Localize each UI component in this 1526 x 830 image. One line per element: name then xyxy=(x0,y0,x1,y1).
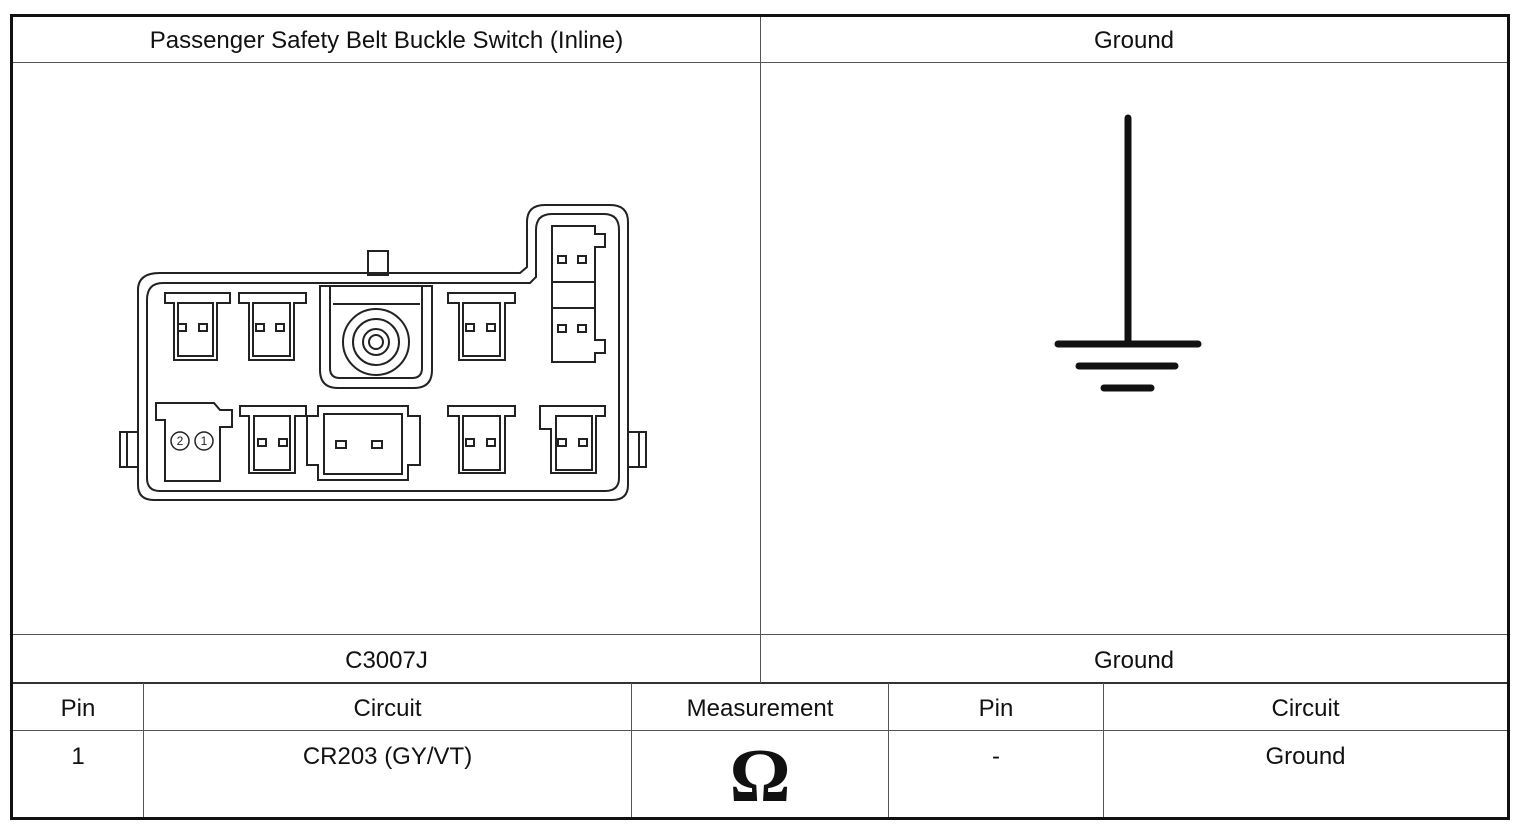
ohm-symbol-icon: Ω xyxy=(729,734,791,818)
column-header-circuit: Circuit xyxy=(353,695,422,722)
column-header-circuit-2: Circuit xyxy=(1271,695,1340,722)
connector-face-diagram: 2 1 xyxy=(119,204,647,501)
pin-2-marker xyxy=(170,431,190,451)
terminal-right-vertical xyxy=(551,225,606,363)
column-header-measurement: Measurement xyxy=(686,695,834,722)
pin-number-cavity xyxy=(155,402,233,482)
terminal-bottom-2 xyxy=(447,405,516,474)
terminal-bottom-wide xyxy=(306,405,421,481)
middle-divider xyxy=(760,17,761,683)
connector-id: C3007J xyxy=(345,647,428,674)
center-round-terminal xyxy=(319,285,433,389)
connector-id-divider xyxy=(13,682,1507,684)
col-divider-3 xyxy=(888,683,889,817)
ground-title: Ground xyxy=(1093,27,1175,54)
pin-1-label: 1 xyxy=(201,434,208,448)
row-1-pin-2: - xyxy=(992,743,1000,770)
left-side-latch xyxy=(119,431,138,468)
col-divider-1 xyxy=(143,683,144,817)
col-divider-4 xyxy=(1103,683,1104,817)
pin-2-label: 2 xyxy=(177,434,184,448)
row-1-circuit-2: Ground xyxy=(1265,743,1346,770)
col-divider-2 xyxy=(631,683,632,817)
column-header-pin: Pin xyxy=(60,695,96,722)
connector-housing-outline xyxy=(137,204,629,501)
terminal-top-2 xyxy=(238,292,307,361)
ground-symbol-icon xyxy=(1054,114,1202,392)
column-header-pin-2: Pin xyxy=(978,695,1014,722)
column-header-divider xyxy=(13,730,1507,731)
pin-1-marker xyxy=(194,431,214,451)
pinout-table-frame xyxy=(10,14,1510,820)
connector-housing-inner xyxy=(146,213,620,492)
ground-id: Ground xyxy=(1093,647,1175,674)
row-1-pin: 1 xyxy=(71,743,85,770)
terminal-bottom-1 xyxy=(239,405,307,474)
terminal-bottom-3 xyxy=(539,405,606,474)
terminal-top-1 xyxy=(164,292,231,361)
row-1-circuit: CR203 (GY/VT) xyxy=(302,743,473,770)
top-latch xyxy=(367,250,389,276)
terminal-top-3 xyxy=(447,292,516,361)
connector-title: Passenger Safety Belt Buckle Switch (Inl… xyxy=(149,27,624,54)
right-side-latch xyxy=(628,431,647,468)
